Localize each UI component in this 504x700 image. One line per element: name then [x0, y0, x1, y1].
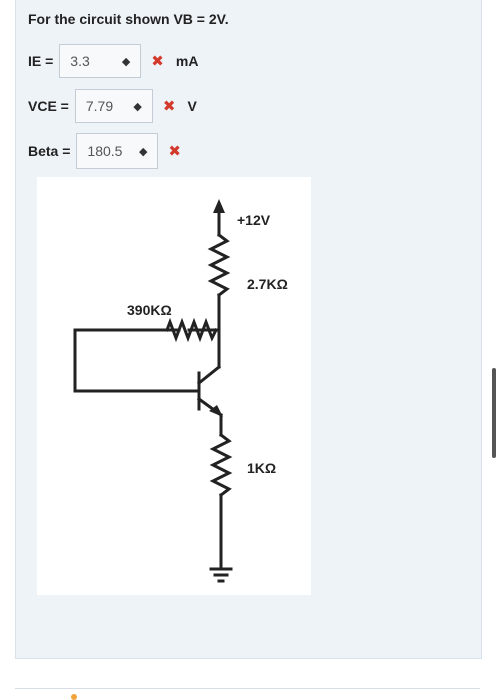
select-arrows-icon: ◆	[133, 100, 142, 113]
beta-row: Beta = 180.5 ◆ ✖	[28, 133, 181, 169]
question-text: For the circuit shown VB = 2V.	[28, 11, 229, 27]
rc-resistor	[207, 232, 231, 298]
beta-value: 180.5	[87, 143, 123, 159]
circuit-svg: +12V 2.7KΩ 390KΩ 1KΩ	[73, 199, 288, 583]
base-feedback-wire	[73, 328, 199, 393]
beta-label: Beta =	[28, 143, 71, 159]
next-section-divider	[15, 688, 480, 689]
circuit-diagram: +12V 2.7KΩ 390KΩ 1KΩ	[37, 177, 311, 595]
re-resistor	[209, 432, 233, 498]
ie-row: IE = 3.3 ◆ ✖ mA	[28, 44, 198, 78]
vce-unit: V	[187, 98, 197, 114]
ie-select[interactable]: 3.3 ◆	[59, 44, 142, 78]
transistor-collector	[196, 364, 222, 386]
select-arrows-icon: ◆	[138, 145, 148, 158]
rb-resistor	[165, 317, 219, 343]
emitter-arrow-icon	[209, 405, 223, 417]
incorrect-icon: ✖	[162, 98, 176, 115]
vce-value: 7.79	[85, 98, 114, 114]
supply-label: +12V	[237, 212, 271, 228]
ie-label: IE =	[28, 53, 54, 69]
rc-label: 2.7KΩ	[247, 276, 288, 292]
vce-select[interactable]: 7.79 ◆	[74, 89, 153, 123]
ie-value: 3.3	[70, 53, 90, 69]
rb-label: 390KΩ	[127, 302, 172, 318]
ie-unit: mA	[175, 53, 199, 69]
vce-row: VCE = 7.79 ◆ ✖ V	[28, 89, 197, 123]
incorrect-icon: ✖	[151, 53, 164, 70]
re-label: 1KΩ	[247, 460, 276, 476]
select-arrows-icon: ◆	[121, 55, 131, 68]
incorrect-icon: ✖	[168, 143, 181, 160]
beta-select[interactable]: 180.5 ◆	[76, 133, 159, 169]
supply-arrow-icon	[213, 199, 225, 213]
scrollbar[interactable]	[492, 368, 496, 458]
next-section-dot-icon	[71, 694, 77, 700]
vce-label: VCE =	[28, 98, 69, 114]
